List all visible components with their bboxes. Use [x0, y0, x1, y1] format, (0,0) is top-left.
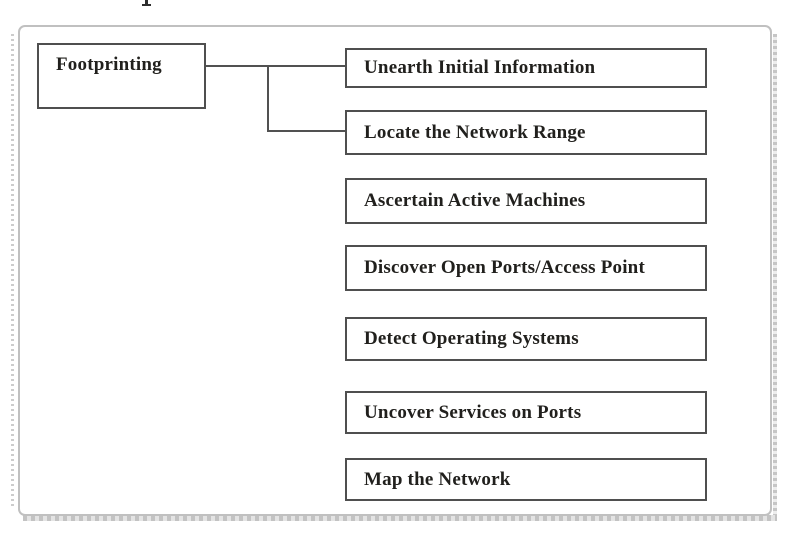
step-box-uncover-services-on-ports: Uncover Services on Ports	[345, 391, 707, 434]
connector-horizontal-bottom	[267, 130, 345, 132]
footprinting-node: Footprinting	[37, 43, 206, 109]
step-label: Ascertain Active Machines	[364, 190, 586, 211]
connector-vertical	[267, 65, 269, 132]
frame-shadow-bottom	[23, 515, 777, 521]
step-label: Map the Network	[364, 468, 511, 490]
step-label: Locate the Network Range	[364, 121, 586, 143]
step-box-unearth-initial-information: Unearth Initial Information	[345, 48, 707, 88]
step-box-detect-operating-systems: Detect Operating Systems	[345, 317, 707, 361]
glyph-base	[142, 4, 151, 6]
glyph-stem	[145, 0, 148, 4]
step-label: Detect Operating Systems	[364, 328, 579, 349]
step-label: Discover Open Ports/Access Point	[364, 257, 645, 278]
step-box-ascertain-active-machines: Ascertain Active Machines	[345, 178, 707, 224]
step-label: Uncover Services on Ports	[364, 401, 582, 423]
footprinting-label: Footprinting	[56, 54, 162, 75]
cropped-glyph-fragment	[142, 0, 151, 7]
step-box-discover-open-ports-access-point: Discover Open Ports/Access Point	[345, 245, 707, 291]
connector-horizontal-top	[206, 65, 345, 67]
step-box-map-the-network: Map the Network	[345, 458, 707, 501]
step-box-locate-the-network-range: Locate the Network Range	[345, 110, 707, 155]
scan-edge-right	[773, 34, 777, 516]
step-label: Unearth Initial Information	[364, 57, 596, 78]
scan-edge-left	[11, 34, 14, 508]
